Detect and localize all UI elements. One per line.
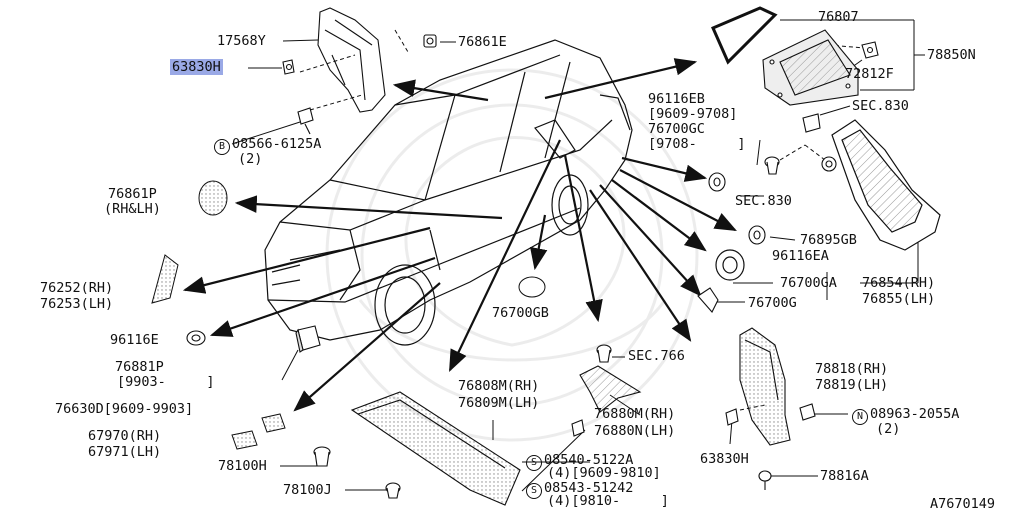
clip-sec766: [596, 344, 612, 363]
clip-sec830-b: [764, 156, 780, 175]
label-76700gc: 76700GC: [648, 121, 705, 137]
label-sec830-a: SEC.830: [852, 98, 909, 114]
label-76880n: 76880N(LH): [594, 423, 676, 439]
label-76700g: 76700G: [748, 295, 797, 311]
label-76854: 76854(RH): [862, 275, 936, 291]
label-78850n: 78850N: [927, 47, 976, 63]
label-76630d: 76630D[9609-9903]: [55, 401, 194, 417]
label-76881p-note: [9903- ]: [117, 374, 215, 390]
label-08963-qty: (2): [876, 421, 901, 437]
label-sec830-b: SEC.830: [735, 193, 792, 209]
sill-molding-76808m: [350, 391, 521, 506]
label-76807: 76807: [818, 9, 859, 25]
s-symbol-icon: S: [526, 455, 542, 471]
vent-78850n: [711, 6, 859, 106]
part-17568y: [317, 7, 386, 113]
label-63830h-top[interactable]: 63830H: [170, 59, 223, 75]
label-76253: 76253(LH): [40, 296, 114, 312]
label-78818: 78818(RH): [815, 361, 889, 377]
clip-78100h: [313, 446, 331, 467]
plug-76700g: [697, 287, 719, 313]
garnish-76854: [831, 119, 941, 251]
label-08540-note: (4)[9609-9810]: [547, 465, 661, 481]
pads-67970: [231, 413, 286, 450]
label-96116ea: 96116EA: [772, 248, 829, 264]
clip-76861e: [423, 34, 437, 48]
screw-63830h-top: [282, 59, 295, 75]
label-76252: 76252(RH): [40, 280, 114, 296]
label-08543-note: (4)[9810- ]: [547, 493, 669, 509]
label-76861p-note: (RH&LH): [104, 201, 161, 217]
grommet-96116e: [186, 330, 206, 346]
clip-63830h-bottom: [725, 408, 739, 426]
label-76809m: 76809M(LH): [458, 395, 540, 411]
seal-76700gb: [518, 276, 546, 298]
screw-08540: [571, 419, 585, 437]
n-symbol-icon: N: [852, 409, 868, 425]
leader-arrows: [182, 58, 737, 412]
label-76880m: 76880M(RH): [594, 406, 676, 422]
mudguard-78818: [739, 327, 791, 446]
bolt-08566: [297, 107, 314, 135]
label-63830h-bottom: 63830H: [700, 451, 749, 467]
watermark: [325, 68, 699, 442]
label-76700ga: 76700GA: [780, 275, 837, 291]
grommet-76895gb: [821, 156, 837, 172]
grommet-96116eb: [708, 172, 726, 192]
clip-sec830-a: [802, 113, 821, 133]
nut-08963: [799, 403, 816, 421]
label-78100h: 78100H: [218, 458, 267, 474]
grommet-96116ea: [748, 225, 766, 245]
label-76895gb: 76895GB: [800, 232, 857, 248]
label-78100j: 78100J: [283, 482, 332, 498]
highlighted-part-number[interactable]: 63830H: [170, 59, 223, 75]
label-76861e: 76861E: [458, 34, 507, 50]
label-76855: 76855(LH): [862, 291, 936, 307]
label-67970: 67970(RH): [88, 428, 162, 444]
clip-78100j: [385, 482, 401, 499]
label-96116e: 96116E: [110, 332, 159, 348]
label-76700gb: 76700GB: [492, 305, 549, 321]
label-78816a: 78816A: [820, 468, 869, 484]
label-72812f: 72812F: [845, 66, 894, 82]
label-76808m: 76808M(RH): [458, 378, 540, 394]
car-body: [264, 39, 633, 346]
pad-76881p: [295, 325, 321, 353]
label-08566-qty: (2): [238, 151, 263, 167]
label-96116eb: 96116EB: [648, 91, 705, 107]
label-76881p: 76881P: [115, 359, 164, 375]
label-67971: 67971(LH): [88, 444, 162, 460]
label-17568y: 17568Y: [217, 33, 266, 49]
garnish-76880m: [579, 365, 642, 413]
label-sec766: SEC.766: [628, 348, 685, 364]
b-symbol-icon: B: [214, 139, 230, 155]
clip-72812f: [861, 41, 879, 59]
seal-76861p: [198, 180, 228, 216]
label-78819: 78819(LH): [815, 377, 889, 393]
callout-lines: [231, 15, 925, 492]
label-76861p: 76861P: [108, 186, 157, 202]
diagram-id: A7670149: [930, 496, 996, 510]
label-96116eb-note: [9609-9708]: [648, 106, 738, 122]
bolt-78816a: [758, 470, 772, 490]
trim-76252: [151, 254, 179, 304]
s-symbol-icon: S: [526, 483, 542, 499]
label-76700gc-note: [9708- ]: [648, 136, 746, 152]
grommet-76700ga: [715, 249, 745, 281]
